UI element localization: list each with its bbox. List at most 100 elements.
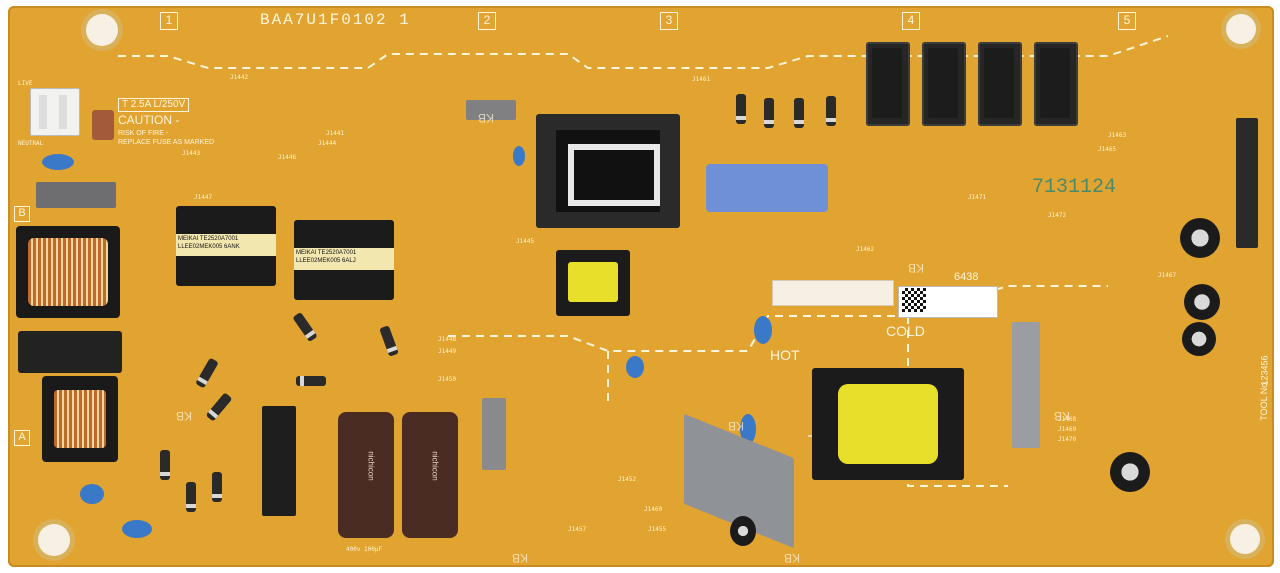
silk-ref: J1460 [644, 506, 663, 513]
silk-ref: J1452 [618, 476, 637, 483]
hot-label: HOT [770, 347, 800, 363]
diode [794, 98, 804, 128]
neutral-label: NEUTRAL [18, 140, 44, 147]
silk-ref: J1449 [438, 348, 457, 355]
blue-capacitor [42, 154, 74, 170]
main-transformer [536, 114, 680, 228]
silk-ref: J1448 [438, 336, 457, 343]
diode [826, 96, 836, 126]
kb-mark: KB [908, 261, 925, 275]
caution-title: CAUTION - [118, 113, 180, 127]
diode [160, 450, 170, 480]
silk-ref: J1444 [318, 140, 337, 147]
caution-line-2: REPLACE FUSE AS MARKED [118, 139, 215, 146]
diode [764, 98, 774, 128]
date-code: 7131124 [1032, 176, 1117, 199]
blue-capacitor [122, 520, 152, 538]
diode [296, 376, 326, 386]
power-resistor [466, 100, 516, 120]
mounting-hole-top-left [86, 14, 118, 46]
silk-ref: J1442 [230, 74, 249, 81]
tool-no-label: TOOL No. [1258, 380, 1269, 421]
number-6438: 6438 [954, 271, 979, 283]
transformer-t1-label-1: MEIKAI TE2520A7001 [178, 236, 239, 242]
zone-5: 5 [1118, 12, 1136, 30]
silk-ref: J1463 [1108, 132, 1127, 139]
part-number: BAA7U1F0102 1 [260, 11, 411, 29]
zone-4: 4 [902, 12, 920, 30]
bulk-capacitor-2: nichicon [402, 412, 458, 538]
mounting-hole-bottom-left [38, 524, 70, 556]
kb-mark: KB [478, 111, 495, 125]
kb-mark: KB [784, 551, 801, 565]
electrolytic-capacitor [1184, 284, 1220, 320]
diode [736, 94, 746, 124]
transformer-t2 [294, 220, 394, 300]
silk-ref: J1465 [1098, 146, 1117, 153]
transformer-t1 [176, 206, 276, 286]
relay-1 [866, 42, 910, 126]
silk-ref: J1470 [1058, 436, 1077, 443]
relay-3 [978, 42, 1022, 126]
silk-ref: J1445 [516, 238, 535, 245]
silk-ref: J1457 [568, 526, 587, 533]
silk-ref: J1462 [856, 246, 875, 253]
silk-ref: J1472 [1048, 212, 1067, 219]
diode [186, 482, 196, 512]
blue-capacitor [754, 316, 772, 344]
silk-ref: J1455 [648, 526, 667, 533]
side-label-b: B [14, 206, 30, 222]
electrolytic-capacitor [730, 516, 756, 546]
line-filter [18, 331, 122, 373]
cold-label: COLD [886, 323, 925, 339]
standby-transformer [812, 368, 964, 480]
electrolytic-capacitor [1182, 322, 1216, 356]
bulk-capacitor-1: nichicon [338, 412, 394, 538]
blue-capacitor [513, 146, 525, 166]
silk-ref: J1471 [968, 194, 987, 201]
zone-2: 2 [478, 12, 496, 30]
silk-ref: J1441 [326, 130, 345, 137]
blue-capacitor [80, 484, 104, 504]
mounting-hole-bottom-right [1230, 524, 1260, 554]
transformer-t2-label-1: MEIKAI TE2520A7001 [296, 250, 357, 256]
cap-rating: 400v 100μF [346, 546, 383, 553]
transformer-t1-label-2: LLEE02MEK005 6ANK [178, 244, 240, 250]
film-capacitor [706, 164, 828, 212]
zone-3: 3 [660, 12, 678, 30]
silk-ref: J1467 [1158, 272, 1177, 279]
ac-input-connector [30, 88, 80, 136]
zone-1: 1 [160, 12, 178, 30]
power-supply-board: BAA7U1F0102 1 1 2 3 4 5 B A LIVE NEUTRAL… [8, 6, 1274, 567]
silk-ref: J1461 [692, 76, 711, 83]
relay-2 [922, 42, 966, 126]
heatsink-right [1012, 322, 1040, 448]
tool-no-digits: 123456 [1259, 355, 1270, 386]
electrolytic-capacitor [1110, 452, 1150, 492]
emi-choke-b [16, 226, 120, 318]
kb-mark: KB [728, 419, 745, 433]
silk-ref: J1443 [182, 150, 201, 157]
kb-mark: KB [512, 551, 529, 565]
silk-ref: J1469 [1058, 426, 1077, 433]
blue-capacitor [740, 414, 756, 444]
caution-line-1: RISK OF FIRE - [118, 130, 169, 137]
electrolytic-capacitor [1180, 218, 1220, 258]
fuse [92, 110, 114, 140]
relay-4 [1034, 42, 1078, 126]
isolation-boundary [118, 35, 1169, 487]
kb-mark: KB [176, 409, 193, 423]
emi-choke-a [42, 376, 118, 462]
transformer-t2-label-2: LLEE02MEK005 6ALJ [296, 258, 356, 264]
silk-ref: J1450 [438, 376, 457, 383]
aux-transformer [556, 250, 630, 316]
power-resistor [482, 398, 506, 470]
live-label: LIVE [18, 80, 33, 87]
diode [212, 472, 222, 502]
bridge-rectifier [262, 406, 296, 516]
mounting-hole-top-right [1226, 14, 1256, 44]
warning-label [772, 280, 894, 306]
qr-code [902, 288, 926, 312]
output-connector [1236, 118, 1258, 248]
power-resistor [36, 182, 116, 208]
